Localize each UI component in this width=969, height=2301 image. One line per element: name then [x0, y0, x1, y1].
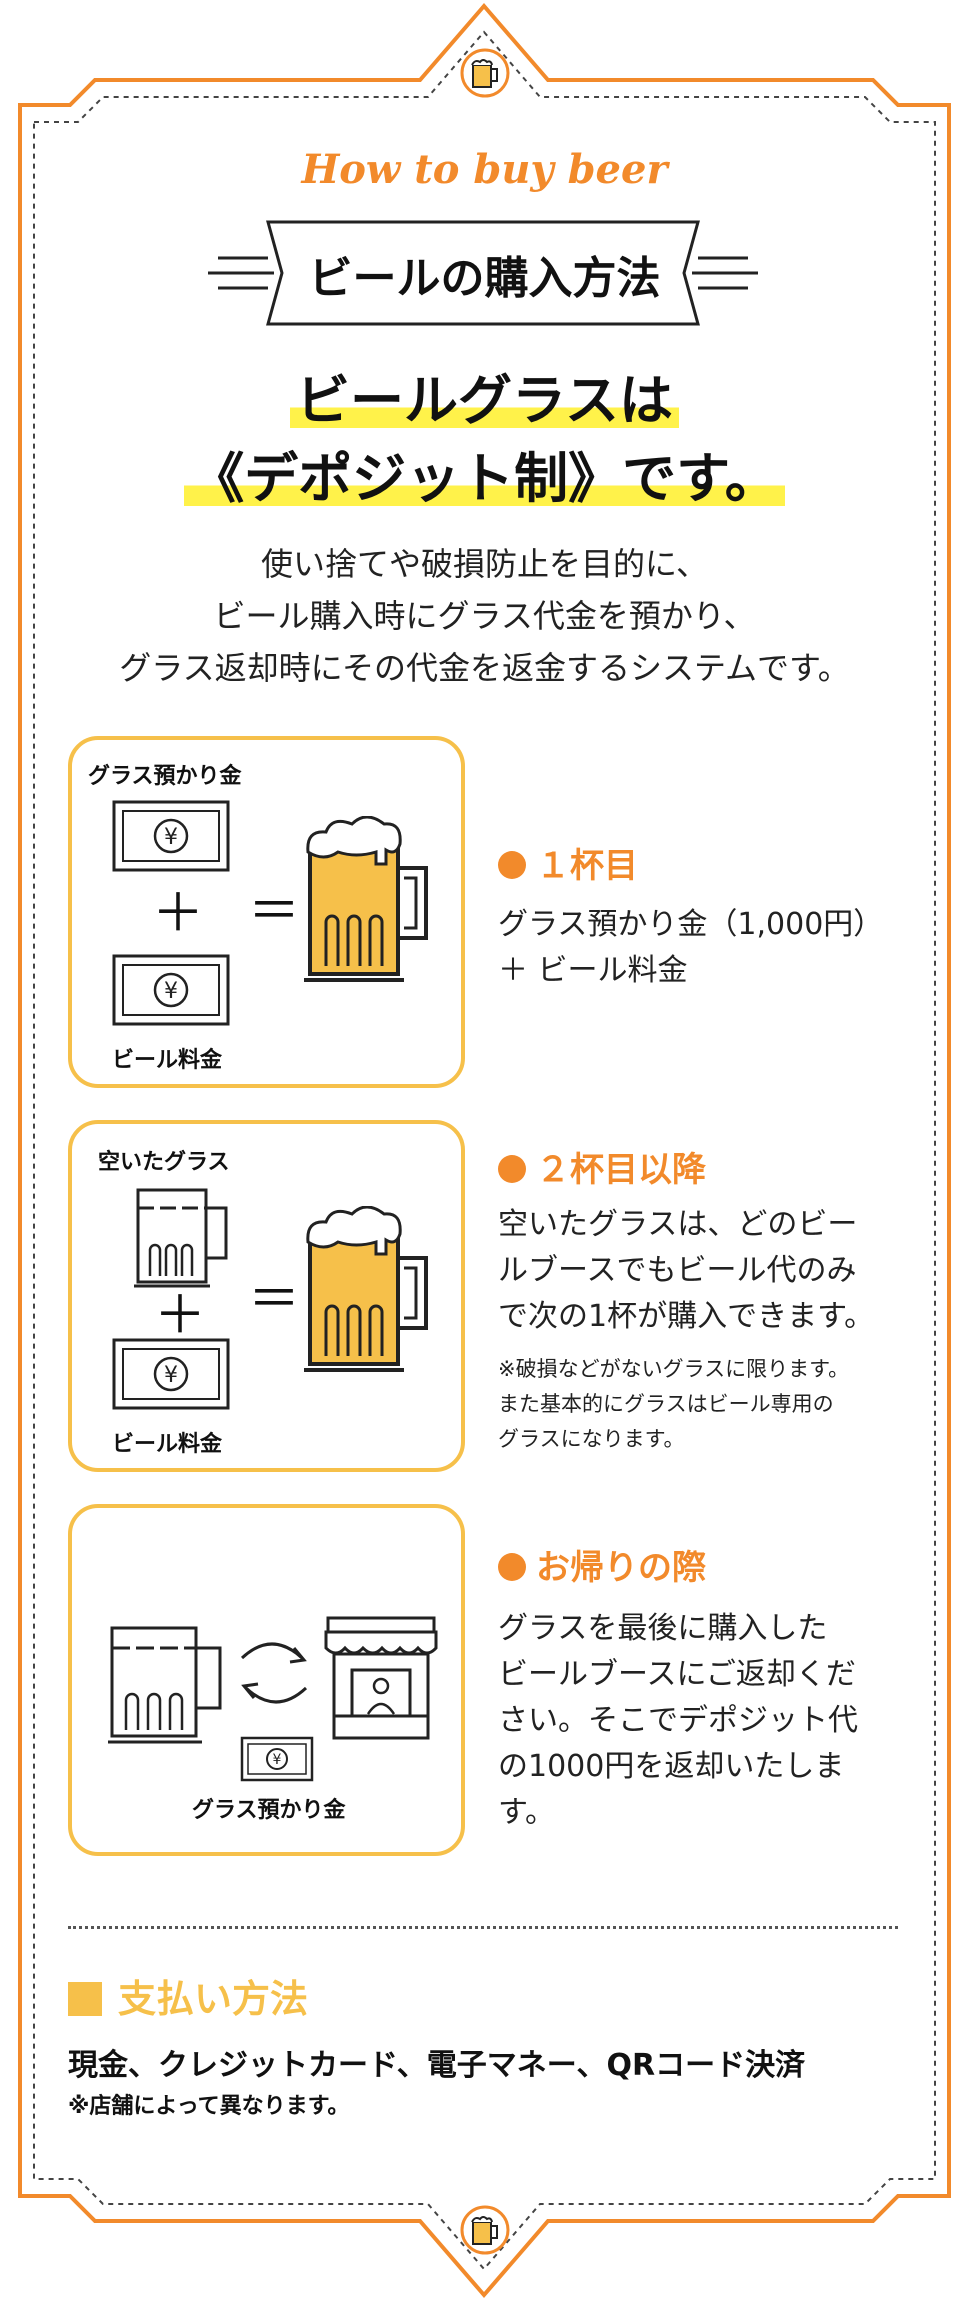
lead-line: 使い捨てや破損防止を目的に、 [260, 545, 709, 583]
empty-glass-icon [108, 1626, 222, 1744]
payment-heading-text: 支払い方法 [118, 1977, 309, 2021]
banknote-icon: ¥ [240, 1736, 314, 1782]
svg-text:¥: ¥ [164, 825, 178, 850]
step-3-heading: お帰りの際 [498, 1540, 706, 1589]
card-bottom-label: ビール料金 [112, 1048, 223, 1073]
svg-text:¥: ¥ [164, 1363, 178, 1388]
step-1-heading: １杯目 [498, 838, 638, 887]
step-2-card: 空いたグラス ＋ ¥ ビール料金 ＝ [68, 1120, 465, 1472]
svg-text:¥: ¥ [273, 1752, 282, 1768]
equals-symbol: ＝ [248, 1270, 301, 1330]
square-bullet-icon [68, 1982, 102, 2016]
step-3-heading-text: お帰りの際 [536, 1548, 706, 1588]
step-1-heading-text: １杯目 [536, 846, 638, 886]
banknote-icon: ¥ [112, 800, 230, 872]
step-body-line: グラスを最後に購入した [498, 1611, 828, 1646]
payment-note: ※店舗によって異なります。 [68, 2094, 350, 2119]
lead-line: ビール購入時にグラス代金を預かり、 [213, 597, 756, 635]
banknote-icon: ¥ [112, 1338, 230, 1410]
headline-line-2-wrap: 《デポジット制》です。 [0, 452, 969, 506]
plus-symbol: ＋ [154, 1286, 207, 1346]
eyebrow-text: How to buy beer [301, 146, 668, 193]
svg-text:¥: ¥ [164, 979, 178, 1004]
lead-paragraph: 使い捨てや破損防止を目的に、 ビール購入時にグラス代金を預かり、 グラス返却時に… [0, 538, 969, 694]
empty-glass-icon [134, 1188, 228, 1288]
step-body-line: グラス預かり金（1,000円） [498, 907, 884, 942]
step-body-line: で次の1杯が購入できます。 [498, 1299, 875, 1334]
payment-methods: 現金、クレジットカード、電子マネー、QRコード決済 [68, 2048, 806, 2083]
step-body-line: す。 [498, 1795, 555, 1830]
headline-line-2: 《デポジット制》です。 [184, 452, 785, 506]
payment-heading: 支払い方法 [68, 1968, 308, 2023]
note-line: また基本的にグラスはビール専用の [498, 1392, 834, 1416]
step-body-line: 空いたグラスは、どのビー [498, 1207, 858, 1242]
title-banner [208, 220, 758, 326]
page-title: ビールの購入方法 [308, 253, 661, 304]
lead-line: グラス返却時にその代金を返金するシステムです。 [119, 649, 850, 687]
note-line: ※破損などがないグラスに限ります。 [498, 1357, 850, 1381]
step-1-body: グラス預かり金（1,000円） ＋ ビール料金 [498, 902, 908, 994]
step-2-heading-text: ２杯目以降 [536, 1150, 706, 1190]
step-2-note: ※破損などがないグラスに限ります。 また基本的にグラスはビール専用の グラスにな… [498, 1352, 918, 1457]
beer-mug-icon [460, 48, 510, 98]
step-1-card: グラス預かり金 ¥ ＋ ¥ ビール料金 ＝ [68, 736, 465, 1088]
step-body-line: の1000円を返却いたしま [498, 1749, 845, 1784]
step-body-line: ルブースでもビール代のみ [498, 1253, 857, 1288]
headline-line-1: ビールグラスは [290, 374, 679, 428]
exchange-arrows-icon [240, 1642, 308, 1704]
card-top-label: 空いたグラス [98, 1150, 230, 1175]
headline-line-1-wrap: ビールグラスは [0, 374, 969, 428]
step-3-card: ¥ グラス預かり金 [68, 1504, 465, 1856]
card-label: グラス預かり金 [192, 1798, 346, 1823]
beer-mug-icon [304, 1206, 428, 1372]
beer-mug-icon [304, 816, 428, 982]
equals-symbol: ＝ [248, 882, 301, 942]
step-body-line: さい。そこでデポジット代 [498, 1703, 858, 1738]
card-bottom-label: ビール料金 [112, 1432, 223, 1457]
bullet-dot [498, 851, 526, 879]
step-body-line: ＋ ビール料金 [498, 953, 688, 988]
step-2-body: 空いたグラスは、どのビー ルブースでもビール代のみ で次の1杯が購入できます。 [498, 1202, 908, 1340]
step-3-body: グラスを最後に購入した ビールブースにご返却くだ さい。そこでデポジット代 の1… [498, 1606, 908, 1836]
plus-symbol: ＋ [152, 884, 205, 944]
step-body-line: ビールブースにご返却くだ [498, 1657, 856, 1692]
note-line: グラスになります。 [498, 1427, 685, 1451]
section-divider [68, 1926, 898, 1929]
bullet-dot [498, 1553, 526, 1581]
beer-mug-icon [460, 2205, 510, 2255]
step-2-heading: ２杯目以降 [498, 1142, 706, 1191]
beer-booth-icon [324, 1616, 438, 1740]
banknote-icon: ¥ [112, 954, 230, 1026]
card-top-label: グラス預かり金 [88, 764, 242, 789]
bullet-dot [498, 1155, 526, 1183]
